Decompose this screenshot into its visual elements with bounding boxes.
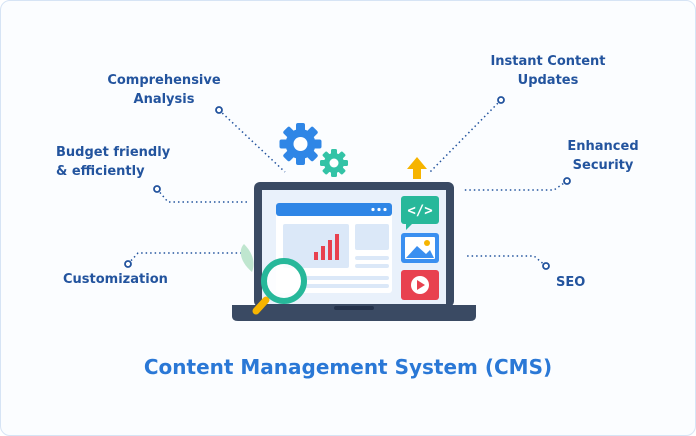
feature-seo: SEO bbox=[556, 273, 616, 292]
laptop-illustration: </> bbox=[232, 182, 476, 321]
up-arrow-icon bbox=[407, 157, 427, 179]
connector-instant-updates bbox=[429, 99, 502, 173]
feature-enhanced-security: Enhanced Security bbox=[560, 137, 646, 175]
large-gear-icon bbox=[279, 123, 322, 165]
feature-label-text: Budget friendly & efficiently bbox=[56, 145, 171, 179]
feature-customization: Customization bbox=[63, 270, 183, 289]
connector-dot bbox=[124, 260, 132, 268]
feature-label-text: Enhanced Security bbox=[567, 139, 639, 173]
connector-dot bbox=[542, 262, 550, 270]
connector-dot bbox=[497, 96, 505, 104]
connector-seo bbox=[466, 255, 547, 267]
code-icon: </> bbox=[407, 203, 432, 219]
connector-dot bbox=[563, 177, 571, 185]
feature-budget-friendly: Budget friendly & efficiently bbox=[52, 143, 182, 181]
feature-label-text: SEO bbox=[556, 275, 586, 290]
connector-comprehensive-analysis bbox=[218, 109, 286, 173]
connector-budget-friendly bbox=[156, 188, 248, 203]
feature-comprehensive-analysis: Comprehensive Analysis bbox=[102, 71, 226, 109]
connector-dot bbox=[153, 185, 161, 193]
connector-dot bbox=[215, 106, 223, 114]
feature-instant-content-updates: Instant Content Updates bbox=[482, 52, 614, 90]
code-tile bbox=[401, 196, 439, 224]
feature-label-text: Comprehensive Analysis bbox=[107, 73, 221, 107]
diagram-title: Content Management System (CMS) bbox=[143, 355, 553, 379]
connector-enhanced-security bbox=[462, 180, 568, 191]
magnifier-icon bbox=[252, 258, 307, 315]
feature-label-text: Instant Content Updates bbox=[490, 54, 606, 88]
connector-customization bbox=[127, 252, 242, 265]
small-gear-icon bbox=[320, 149, 348, 177]
feature-label-text: Customization bbox=[63, 272, 168, 287]
